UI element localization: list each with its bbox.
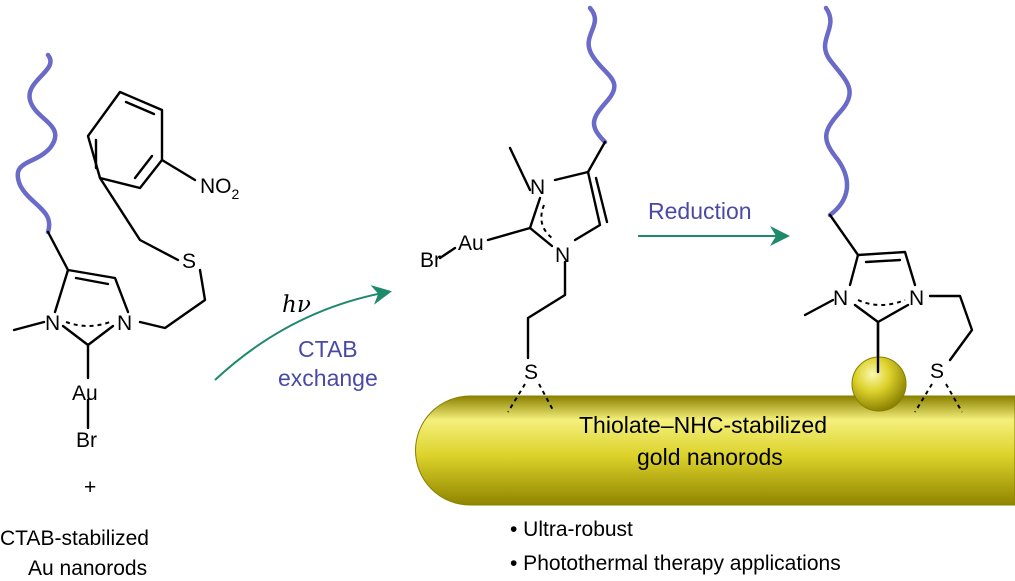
product-complex: N N S bbox=[803, 5, 974, 413]
nitrogen-atom-label-6: N bbox=[909, 287, 924, 310]
gold-nanorod: Thiolate–NHC-stabilized gold nanorods bbox=[415, 395, 1015, 506]
feature-bullets: • Ultra-robust • Photothermal therapy ap… bbox=[510, 518, 841, 575]
nanorod-shape bbox=[415, 395, 1015, 506]
nitrogen-atom-label-2: N bbox=[117, 312, 132, 335]
intermediate-complex: N N Au Br S bbox=[420, 5, 617, 413]
nitrogen-atom-label-1: N bbox=[45, 312, 60, 335]
plus-sign: + bbox=[84, 476, 96, 499]
gold-atom-label: Au bbox=[72, 382, 98, 405]
reduction-label: Reduction bbox=[648, 198, 752, 224]
bullet-ultra-robust: • Ultra-robust bbox=[510, 518, 633, 541]
polymer-chain-right bbox=[822, 5, 852, 218]
polymer-chain-left bbox=[15, 52, 58, 235]
gold-atom-label-middle: Au bbox=[458, 232, 484, 255]
starting-complex: NO2 S N N Au Br + CTAB-stabilized Au nan… bbox=[0, 52, 240, 580]
nitrogen-atom-label-4: N bbox=[555, 244, 570, 267]
curved-arrow-icon bbox=[214, 285, 392, 381]
sulfur-atom-label: S bbox=[182, 250, 196, 273]
nanorod-label-line-2: gold nanorods bbox=[637, 444, 783, 470]
nanorod-label-line-1: Thiolate–NHC-stabilized bbox=[579, 412, 827, 438]
sulfur-atom-label-middle: S bbox=[524, 361, 538, 384]
imidazole-ring-middle bbox=[438, 140, 609, 360]
bullet-photothermal: • Photothermal therapy applications bbox=[510, 552, 841, 575]
imidazole-ring-right bbox=[803, 213, 974, 370]
sulfur-atom-label-right: S bbox=[930, 360, 944, 383]
nitro-group-label: NO2 bbox=[200, 175, 240, 202]
nitrobenzyl-ring bbox=[86, 90, 197, 262]
nitrogen-atom-label-5: N bbox=[833, 287, 848, 310]
starting-caption-line-2: Au nanorods bbox=[28, 557, 147, 580]
photolysis-arrow: hν CTAB exchange bbox=[214, 285, 392, 391]
exchange-label: exchange bbox=[278, 365, 378, 391]
nitrogen-atom-label-3: N bbox=[530, 176, 545, 199]
ctab-label: CTAB bbox=[298, 336, 358, 362]
light-label: hν bbox=[282, 292, 311, 318]
bromine-atom-label-middle: Br bbox=[420, 249, 441, 272]
starting-caption-line-1: CTAB-stabilized bbox=[0, 527, 149, 550]
bromine-atom-label: Br bbox=[76, 429, 97, 452]
polymer-chain-middle bbox=[586, 5, 617, 145]
reduction-arrow: Reduction bbox=[638, 198, 790, 246]
imidazole-ring-left bbox=[12, 230, 130, 430]
